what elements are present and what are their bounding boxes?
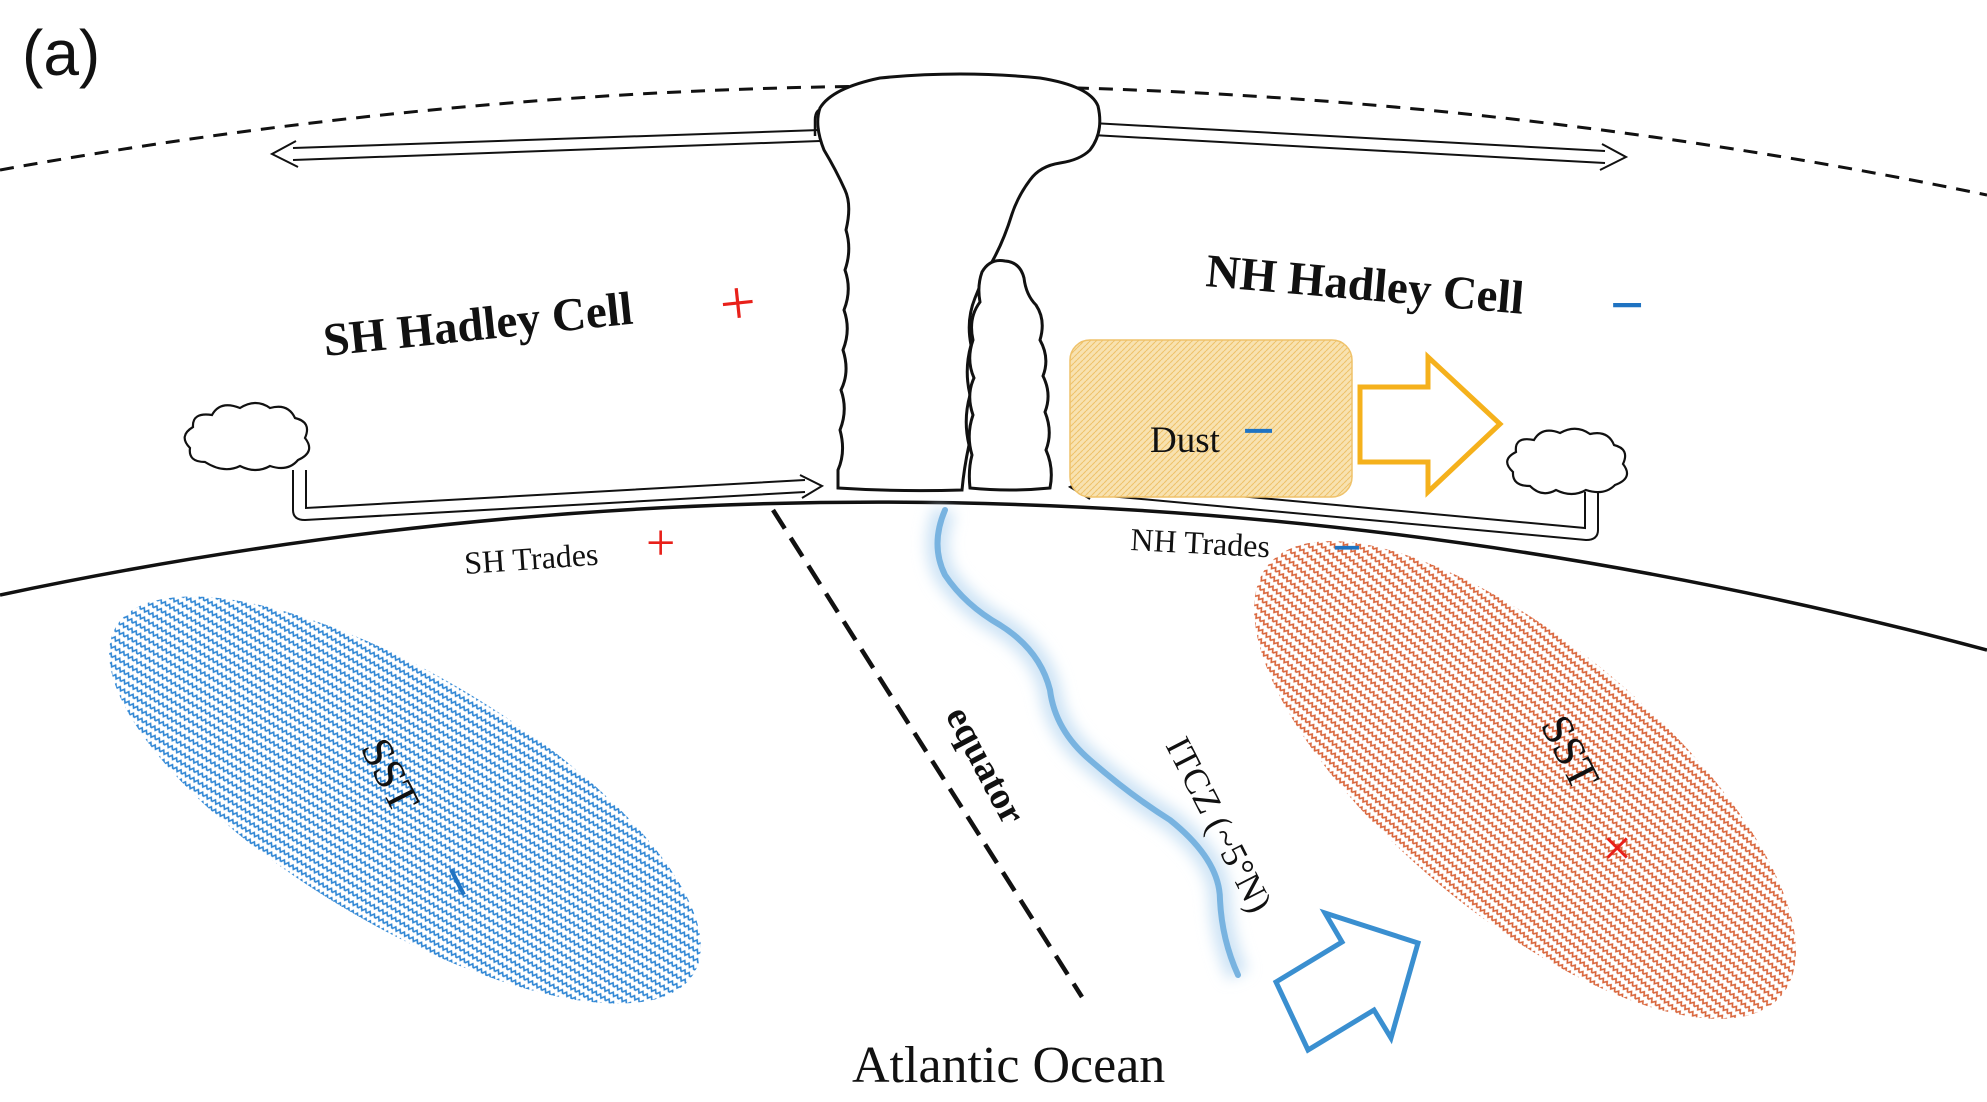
upper-outflow-arrow-right: [1091, 122, 1629, 171]
dust-layer: [1069, 339, 1353, 498]
panel-label: (a): [22, 17, 100, 89]
dust-label: Dust: [1150, 420, 1221, 461]
equator-label: equator: [937, 700, 1034, 832]
dust-transport-arrow: [1357, 351, 1504, 498]
tropopause-dashed-line: [0, 84, 1987, 197]
itcz-line: [934, 507, 1241, 978]
cloud-right: [1506, 427, 1629, 496]
sh-trades-arrow: [292, 470, 825, 522]
convective-tower-tall: [816, 72, 1102, 493]
upper-outflow-arrow-left: [269, 129, 821, 168]
cloud-left: [183, 401, 311, 472]
nh-hadley-cell-sign: −: [1610, 272, 1644, 338]
sst-cold-anomaly: [109, 596, 701, 1004]
sh-trades-sign: +: [646, 515, 675, 572]
equator-line: [771, 508, 1084, 999]
nh-trades-label: NH Trades: [1130, 521, 1271, 564]
dust-sign: −: [1242, 398, 1275, 463]
convective-tower-short: [967, 259, 1053, 492]
itcz-shift-arrow: [1272, 908, 1422, 1054]
ocean-label: Atlantic Ocean: [852, 1037, 1165, 1094]
sh-hadley-cell-label: SH Hadley Cell: [321, 283, 635, 367]
surface-line: [0, 500, 1987, 652]
sh-trades-label: SH Trades: [463, 536, 599, 581]
nh-hadley-cell-label: NH Hadley Cell: [1204, 245, 1526, 325]
nh-trades-sign: −: [1332, 520, 1362, 577]
sst-warm-anomaly: [1254, 541, 1796, 1019]
sh-hadley-cell-sign: +: [716, 266, 759, 340]
